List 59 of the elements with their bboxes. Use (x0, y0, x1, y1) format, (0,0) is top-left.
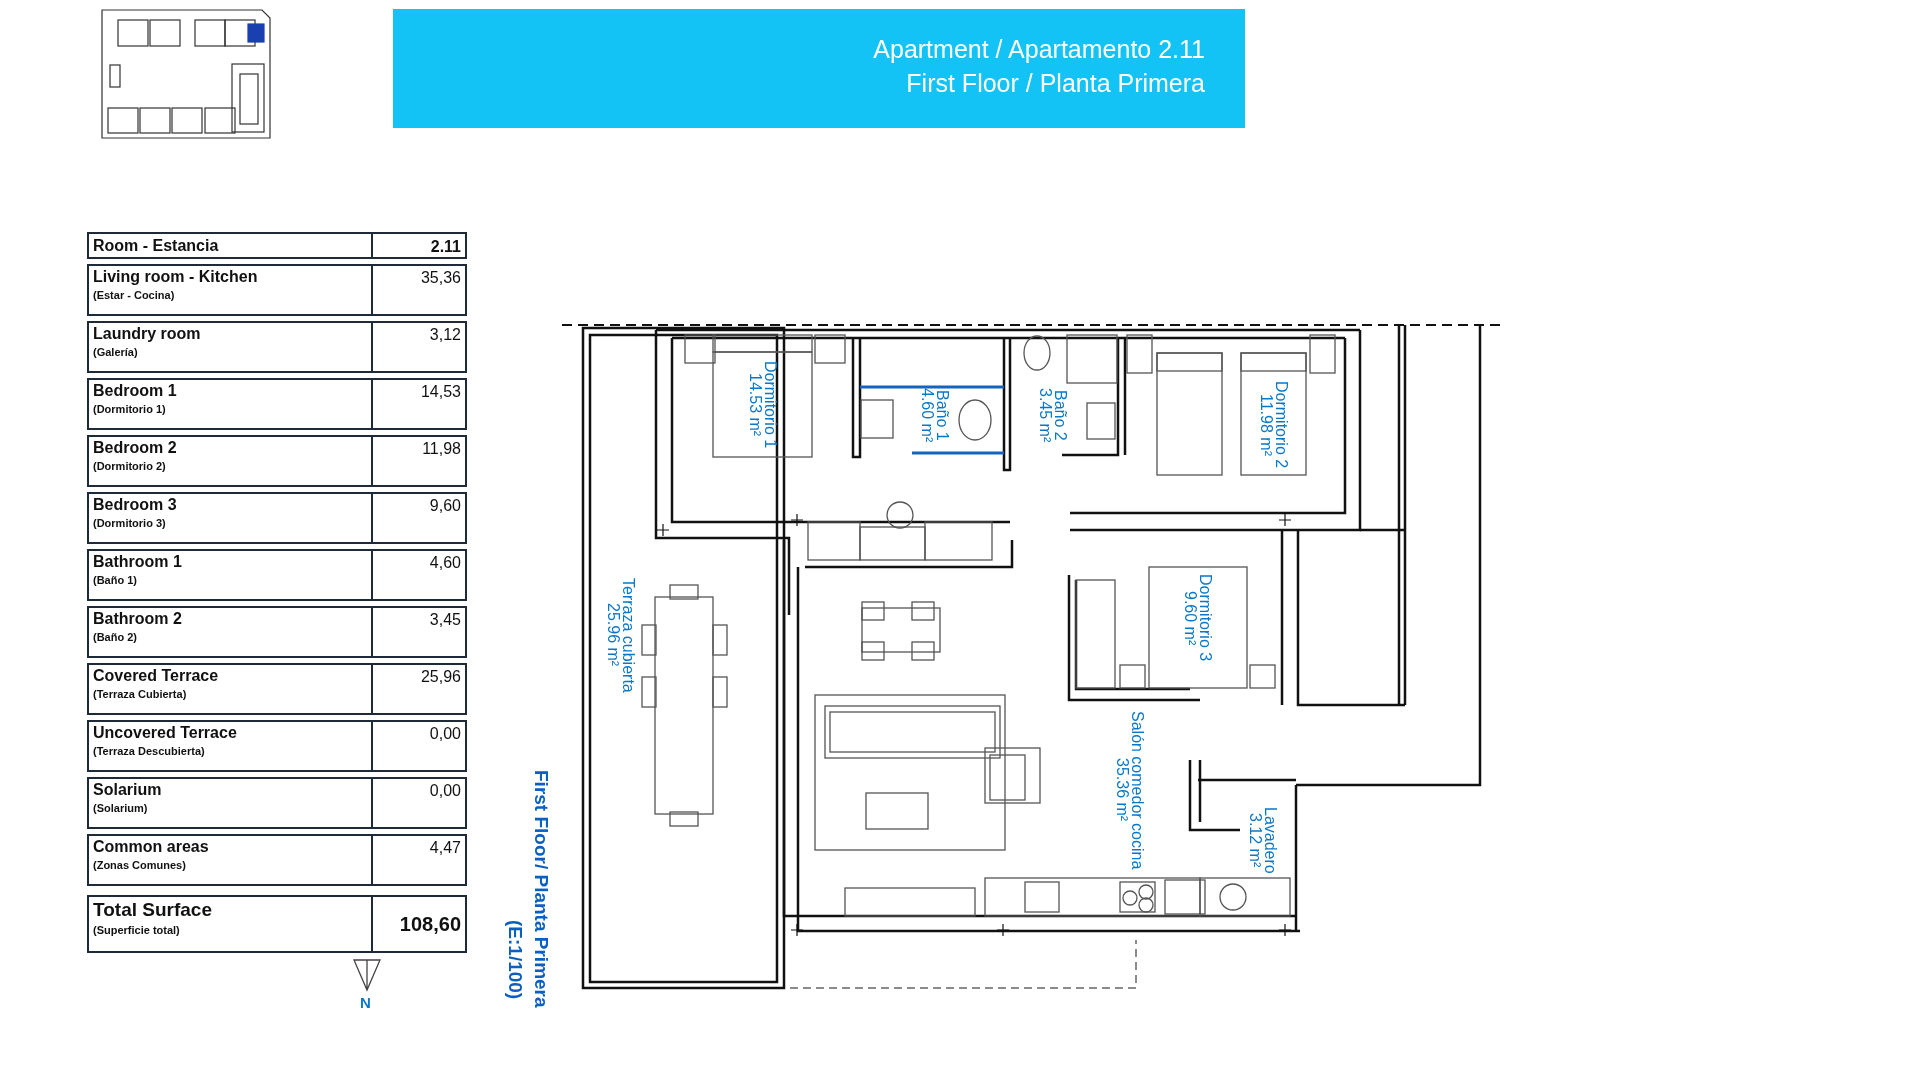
room-name: Bathroom 2 (93, 610, 182, 628)
area-label: 25.96 m² (606, 603, 621, 667)
room-label: Terraza cubierta (621, 577, 636, 693)
area-label: 3.45 m² (1038, 387, 1053, 443)
room-name-spanish: (Superficie total) (93, 924, 180, 936)
room-label: Dormitorio 2 (1273, 380, 1289, 469)
room-label: Baño 2 (1053, 389, 1068, 441)
room-name: Total Surface (93, 899, 212, 921)
room-name-spanish: (Estar - Cocina) (93, 289, 175, 301)
room-name: Bedroom 1 (93, 382, 177, 400)
area-value: 4,47 (428, 838, 462, 858)
room-name: Bedroom 3 (93, 496, 177, 514)
column-header: Room - Estancia (89, 234, 373, 257)
room-name: Laundry room (93, 325, 201, 343)
area-value: 3,12 (428, 325, 462, 345)
room-name: Bathroom 1 (93, 553, 182, 571)
area-value: 11,98 (421, 439, 462, 459)
area-value: 3,45 (428, 610, 462, 630)
area-value: 9,60 (428, 496, 462, 516)
room-name-spanish: (Solarium) (93, 802, 148, 814)
area-label: 4.60 m² (920, 387, 935, 443)
area-value: 0,00 (428, 781, 462, 801)
area-value: 4,60 (428, 553, 462, 573)
room-name-spanish: (Zonas Comunes) (93, 859, 186, 871)
room-name-spanish: (Baño 1) (93, 574, 137, 586)
area-value: 108,60 (398, 912, 462, 937)
area-label: 11.98 m² (1258, 393, 1274, 456)
area-label: 35.36 m² (1115, 758, 1130, 822)
column-header: 2.11 (429, 237, 462, 257)
apartment-title: Apartment / Apartamento 2.11 (873, 35, 1205, 64)
area-label: 9.60 m² (1182, 590, 1198, 646)
room-name: Common areas (93, 838, 209, 856)
room-name: Covered Terrace (93, 667, 219, 685)
room-label: Dormitorio 3 (1197, 574, 1213, 662)
room-name-spanish: (Dormitorio 3) (93, 517, 166, 529)
room-label: Lavadero (1262, 806, 1278, 874)
room-name-spanish: (Dormitorio 1) (93, 403, 166, 415)
room-name-spanish: (Galería) (93, 346, 138, 358)
north-label: N (360, 994, 371, 1011)
room-name-spanish: (Terraza Descubierta) (93, 745, 205, 757)
area-label: 3.12 m² (1247, 812, 1263, 868)
area-value: 14,53 (419, 382, 462, 402)
room-name-spanish: (Terraza Cubierta) (93, 688, 187, 700)
area-label: 14.53 m² (747, 372, 763, 437)
room-name-spanish: (Baño 2) (93, 631, 137, 643)
room-label: Salón comedor cocina (1130, 710, 1145, 870)
room-label: Baño 1 (935, 389, 950, 441)
scale-note: (E:1/100) (504, 920, 526, 1002)
room-name: Bedroom 2 (93, 439, 177, 457)
room-label: Dormitorio 1 (762, 360, 778, 449)
area-value: 25,96 (419, 667, 462, 687)
area-value: 35,36 (419, 268, 462, 288)
plan-caption: First Floor/ Planta Primera (530, 770, 552, 1008)
room-name-spanish: (Dormitorio 2) (93, 460, 166, 472)
floor-subtitle: First Floor / Planta Primera (906, 69, 1205, 98)
room-name: Living room - Kitchen (93, 268, 258, 286)
room-name: Uncovered Terrace (93, 724, 237, 742)
area-value: 0,00 (428, 724, 462, 744)
room-name: Solarium (93, 781, 162, 799)
